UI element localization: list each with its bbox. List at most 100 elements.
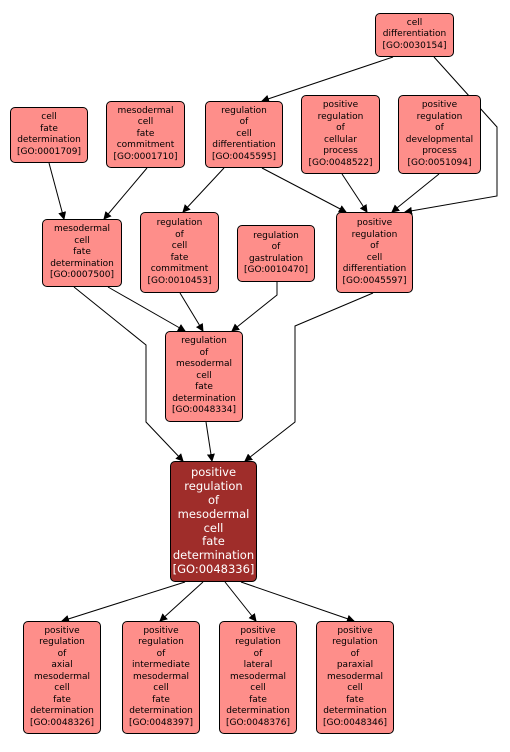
node-label-line: regulation — [332, 637, 378, 648]
node-label-line: cell — [347, 683, 363, 694]
node-label-line: positive — [337, 625, 373, 636]
node-label-line: mesodermal — [175, 359, 233, 370]
node-label-line: fate — [346, 694, 364, 705]
node-label-line: cell — [196, 370, 212, 381]
node-label-line: mesodermal — [326, 671, 384, 682]
node-label-line: of — [207, 492, 220, 507]
node-label-line: regulation — [181, 336, 227, 347]
node-label-line: [GO:0007500] — [49, 270, 115, 281]
edge-n1710-to-n7500 — [103, 167, 148, 220]
node-label-line: fate — [152, 694, 170, 705]
node-label-line: [GO:0048326] — [29, 717, 95, 728]
node-label-line: mesodermal — [132, 671, 190, 682]
node-label-line: regulation — [156, 218, 203, 228]
node-label-line: [GO:0001709] — [16, 146, 82, 157]
edge-n7500-to-n48336 — [73, 286, 184, 462]
node-label-line: developmental — [405, 134, 474, 145]
node-label-line: determination — [50, 258, 114, 269]
node-label-line: determination — [226, 706, 290, 717]
node-label-line: fate — [73, 247, 91, 258]
node-label-line: mesodermal — [53, 224, 111, 235]
node-label-line: [GO:0048376] — [225, 717, 291, 728]
node-label-line: determination — [172, 548, 255, 563]
node-label-line: determination — [129, 706, 193, 717]
node-label-line: determination — [172, 393, 236, 404]
node-label-line: [GO:0051094] — [407, 157, 472, 168]
edge-n30154-to-n45595 — [261, 56, 394, 103]
node-label-line: determination — [17, 135, 81, 145]
node-label-line: determination — [30, 706, 94, 717]
node-label-line: differentiation — [212, 140, 276, 151]
node-label-line: [GO:0001710] — [113, 151, 178, 162]
node-label-line: process — [323, 146, 358, 156]
node-label-line: cell — [250, 683, 266, 694]
node-label-line: cell — [153, 683, 169, 694]
node-label-line: cell — [406, 17, 423, 28]
edge-n7500-to-n48334 — [107, 286, 186, 332]
node-label-line: [GO:0010470] — [243, 265, 309, 275]
node-label-line: mesodermal — [117, 105, 174, 116]
node-label-line: cell — [74, 235, 90, 246]
node-label-line: of — [336, 123, 345, 133]
node-label-line: regulation — [184, 479, 243, 494]
edge-n10470-to-n48334 — [231, 282, 278, 332]
node-label-line: regulation — [235, 637, 281, 648]
node-label-line: cell — [171, 241, 188, 251]
node-label-line: of — [370, 241, 379, 251]
node-label-line: of — [253, 648, 263, 659]
node-label-line: regulation — [39, 637, 85, 648]
node-label-line: cell — [41, 112, 57, 122]
node-label-line: of — [271, 242, 281, 252]
node-label-line: positive — [356, 218, 393, 228]
node-label-line: fate — [202, 534, 225, 549]
edge-n48522-to-n45597 — [341, 173, 368, 213]
node-label-line: of — [239, 117, 249, 128]
node-label-line: [GO:0030154] — [382, 40, 447, 51]
node-label-line: regulation — [416, 111, 463, 122]
edge-n30154-to-n45597 — [404, 56, 498, 215]
node-label-line: differentiation — [382, 29, 447, 40]
node-label-line: [GO:0048336] — [172, 561, 255, 576]
node-label-line: [GO:0048334] — [171, 405, 237, 416]
node-label-line: paraxial — [336, 660, 374, 671]
node-label-line: [GO:0048346] — [322, 717, 388, 728]
node-label-line: of — [435, 123, 444, 133]
node-label-line: axial — [51, 660, 73, 671]
node-label-line: process — [422, 146, 457, 156]
edge-n48336-to-n48376 — [224, 581, 257, 622]
edge-n48334-to-n48336 — [205, 421, 215, 462]
node-label-line: cell — [54, 683, 70, 694]
node-label-line: positive — [143, 625, 179, 636]
node-label-line: fate — [136, 128, 155, 139]
node-label-line: cell — [236, 128, 252, 139]
node-label-line: regulation — [317, 111, 364, 122]
node-label-line: of — [175, 229, 184, 240]
node-label-line: positive — [421, 100, 458, 110]
node-label-line: mesodermal — [33, 671, 91, 682]
edge-n1709-to-n7500 — [48, 162, 67, 220]
node-label-line: [GO:0045595] — [211, 151, 277, 162]
node-label-line: mesodermal — [229, 671, 287, 682]
node-label-line: commitment — [150, 264, 209, 274]
node-label-line: determination — [323, 706, 387, 717]
node-label-line: positive — [190, 465, 237, 480]
node-label-line: cellular — [324, 134, 357, 145]
node-label-line: regulation — [351, 229, 398, 240]
